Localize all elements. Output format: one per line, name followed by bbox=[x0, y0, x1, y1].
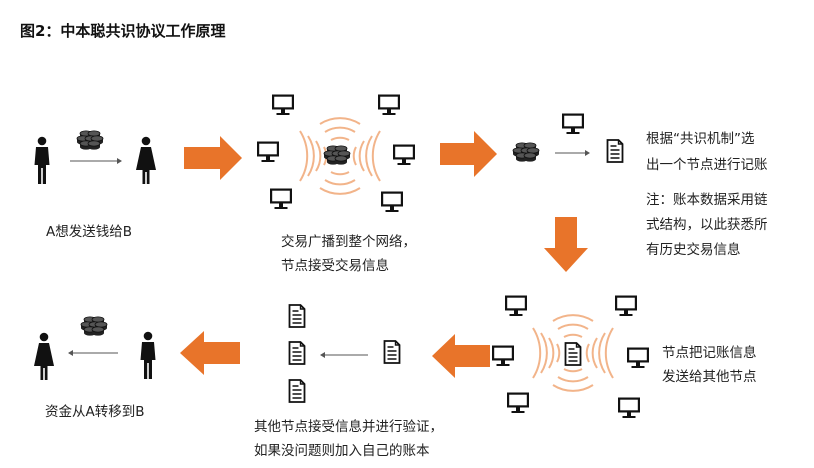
person-b-icon bbox=[140, 331, 156, 379]
document-icon bbox=[288, 379, 306, 403]
document-icon bbox=[288, 304, 306, 328]
label-transfer: 资金从A转移到B bbox=[45, 404, 145, 420]
note-line1: 注：账本数据采用链 bbox=[646, 192, 768, 208]
person-a-icon bbox=[34, 332, 54, 380]
monitor-icon bbox=[615, 295, 637, 316]
label-send-others-line2: 发送给其他节点 bbox=[662, 369, 757, 385]
big-arrow-left bbox=[180, 331, 240, 375]
monitor-icon bbox=[378, 94, 400, 115]
small-arrow-right bbox=[555, 150, 590, 156]
person-b-icon bbox=[136, 136, 156, 184]
note-line2: 式结构，以此获悉所 bbox=[646, 217, 768, 233]
monitor-icon bbox=[270, 188, 292, 209]
monitor-icon bbox=[618, 397, 640, 418]
big-arrow-right bbox=[184, 136, 242, 180]
label-verify-line1: 其他节点接受信息并进行验证， bbox=[254, 419, 443, 435]
label-send-others-line1: 节点把记账信息 bbox=[662, 345, 757, 361]
document-icon bbox=[288, 341, 306, 365]
coins-icon bbox=[81, 317, 107, 336]
big-arrow-right bbox=[440, 131, 497, 177]
monitor-icon bbox=[381, 191, 403, 212]
coins-icon bbox=[513, 143, 539, 162]
monitor-icon bbox=[505, 295, 527, 316]
label-select-line1: 根据“共识机制”选 bbox=[646, 131, 755, 147]
big-arrow-down bbox=[544, 217, 588, 272]
label-broadcast-line2: 节点接受交易信息 bbox=[281, 258, 389, 274]
small-arrow-left bbox=[320, 352, 368, 358]
figure-title: 图2：中本聪共识协议工作原理 bbox=[20, 22, 226, 40]
monitor-icon bbox=[627, 347, 649, 368]
coins-icon bbox=[77, 131, 103, 150]
label-broadcast-line1: 交易广播到整个网络， bbox=[281, 234, 416, 250]
monitor-icon bbox=[507, 392, 529, 413]
label-select-line2: 出一个节点进行记账 bbox=[646, 157, 768, 173]
small-arrow-left bbox=[68, 350, 118, 356]
small-arrow-right bbox=[70, 158, 122, 164]
label-verify-line2: 如果没问题则加入自己的账本 bbox=[254, 443, 430, 459]
document-icon bbox=[383, 340, 401, 364]
person-a-icon bbox=[34, 136, 50, 184]
big-arrow-left bbox=[432, 334, 490, 378]
coins-icon bbox=[324, 146, 350, 165]
monitor-icon bbox=[492, 345, 514, 366]
monitor-icon bbox=[393, 144, 415, 165]
document-icon bbox=[564, 342, 582, 366]
label-send: A想发送钱给B bbox=[46, 224, 132, 240]
document-icon bbox=[606, 139, 624, 163]
monitor-icon bbox=[257, 141, 279, 162]
note-line3: 有历史交易信息 bbox=[646, 242, 741, 258]
monitor-icon bbox=[272, 94, 294, 115]
monitor-icon bbox=[562, 113, 584, 134]
